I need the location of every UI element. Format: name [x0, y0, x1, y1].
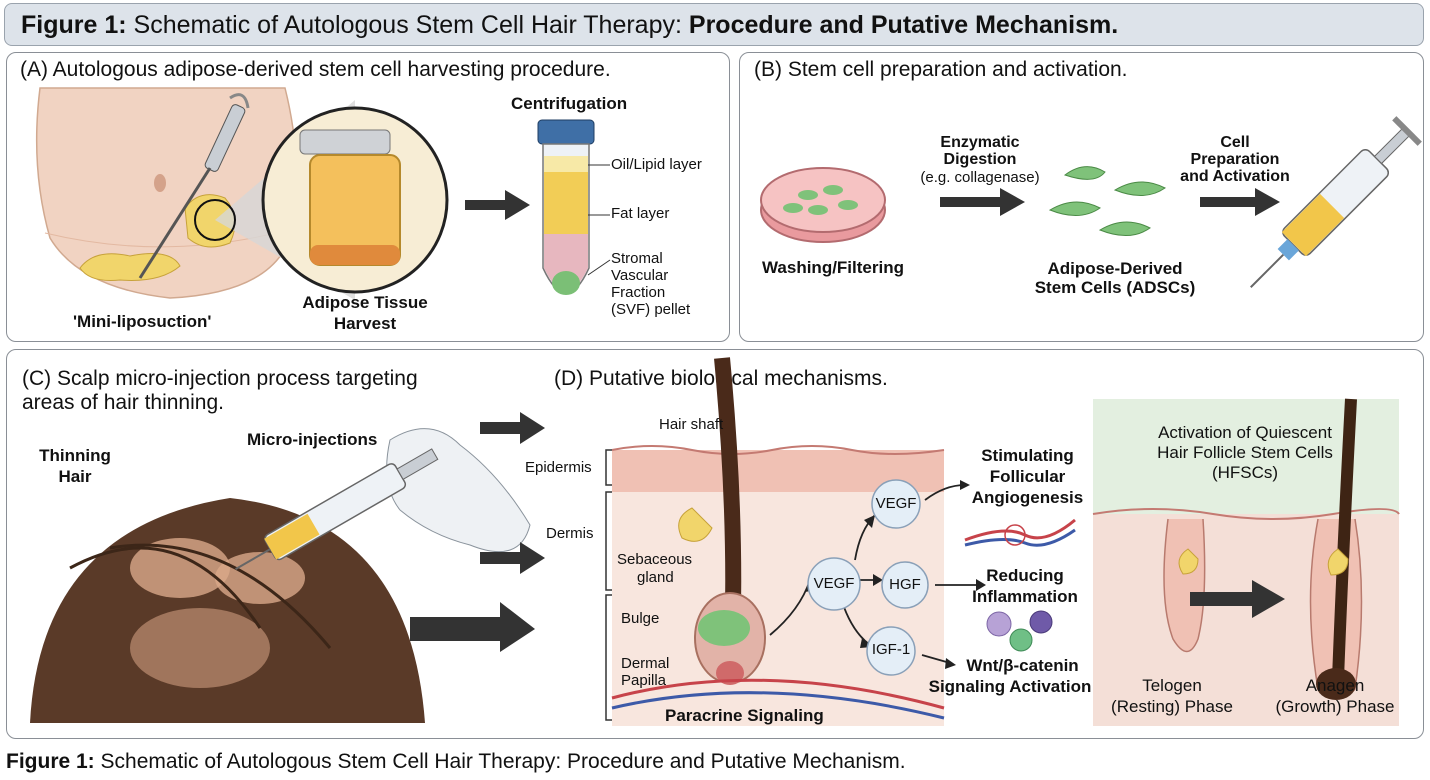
caption-prefix: Figure 1: — [6, 750, 95, 773]
telogen-label-1: Telogen — [1142, 676, 1202, 695]
centrifuge-tube — [537, 119, 595, 295]
svf-label-3: Fraction — [611, 284, 666, 301]
igf-node — [866, 626, 916, 676]
figure-title-bold: Procedure and Putative Mechanism. — [688, 11, 1119, 39]
figure-title-bar: Figure 1: Schematic of Autologous Stem C… — [4, 3, 1424, 46]
cannula-icon — [138, 93, 250, 279]
anagen-label-1: Anagen — [1305, 676, 1365, 695]
scalp-illustration — [30, 498, 425, 723]
hgf-label: HGF — [889, 576, 921, 593]
fat-layer-label: Fat layer — [611, 205, 670, 222]
igf-label: IGF-1 — [871, 641, 911, 658]
anagen-label-2: (Growth) Phase — [1275, 697, 1395, 716]
dermis-label: Dermis — [546, 525, 594, 542]
tube-leader-lines — [587, 164, 611, 276]
epidermis-label: Epidermis — [525, 459, 592, 476]
micro-injections-label: Micro-injections — [247, 430, 378, 449]
angiogenesis-label-1: Stimulating — [981, 446, 1074, 465]
thinning-hair-label-2: Hair — [58, 467, 92, 486]
figure-caption: Figure 1: Schematic of Autologous Stem C… — [6, 750, 906, 774]
magnifier-icon — [194, 100, 449, 300]
enzymatic-label-2: Digestion — [943, 151, 1017, 168]
telogen-label-2: (Resting) Phase — [1111, 697, 1233, 716]
panel-c-title-1: (C) Scalp micro-injection process target… — [22, 367, 418, 390]
syringe-icon — [1250, 116, 1422, 288]
petri-dish — [760, 167, 886, 243]
dermal-papilla-label-2: Papilla — [621, 672, 667, 689]
hfsc-label-3: (HFSCs) — [1211, 463, 1279, 482]
hfsc-label-2: Hair Follicle Stem Cells — [1157, 443, 1333, 462]
enzymatic-label-1: Enzymatic — [940, 134, 1020, 151]
inflammation-label-1: Reducing — [986, 566, 1064, 585]
sebaceous-label-1: Sebaceous — [617, 551, 693, 568]
outcome-arrows — [921, 480, 986, 669]
svf-label-1: Stromal — [611, 250, 663, 267]
vegf-top-label: VEGF — [875, 495, 917, 512]
caption-text: Schematic of Autologous Stem Cell Hair T… — [94, 750, 906, 773]
paracrine-signaling-label: Paracrine Signaling — [665, 706, 824, 725]
vegf-top-node — [871, 479, 921, 529]
oil-layer-label: Oil/Lipid layer — [611, 156, 702, 173]
blood-vessel-icon — [964, 518, 1076, 547]
panel-c-title-2: areas of hair thinning. — [22, 391, 224, 414]
layer-brackets — [605, 449, 612, 721]
arrow-b2 — [1200, 188, 1280, 216]
immune-cells-icon — [986, 610, 1053, 652]
centrifugation-label: Centrifugation — [511, 94, 628, 113]
bulge-label: Bulge — [621, 610, 660, 627]
vegf-mid-label: VEGF — [813, 575, 855, 592]
prep-label-1: Cell — [1220, 134, 1250, 151]
adipose-harvest-label-1: Adipose Tissue — [302, 293, 428, 312]
enzymatic-label-3: (e.g. collagenase) — [920, 169, 1040, 186]
arrow-b1 — [940, 188, 1025, 216]
arrows-c-to-d — [410, 412, 545, 652]
skin-cross-section — [611, 357, 945, 726]
svf-label-2: Vascular — [611, 267, 669, 284]
hgf-node — [881, 561, 929, 609]
hair-shaft-label: Hair shaft — [659, 416, 724, 433]
figure-title-plain: Schematic of Autologous Stem Cell Hair T… — [126, 11, 689, 39]
washing-label: Washing/Filtering — [762, 258, 904, 277]
angiogenesis-label-2: Follicular — [989, 467, 1066, 486]
hfsc-label-1: Activation of Quiescent — [1158, 423, 1332, 442]
adsc-cells — [1048, 166, 1166, 236]
gloved-hand-syringe — [235, 428, 531, 570]
angiogenesis-label-3: Angiogenesis — [971, 488, 1084, 507]
figure-title-prefix: Figure 1: — [21, 11, 127, 39]
vegf-mid-node — [807, 557, 861, 611]
arrow-telogen-to-anagen — [1190, 580, 1285, 618]
sebaceous-label-2: gland — [637, 569, 674, 586]
prep-label-3: and Activation — [1180, 168, 1290, 185]
adscs-label-2: Stem Cells (ADSCs) — [1034, 278, 1196, 297]
figure-title: Figure 1: Schematic of Autologous Stem C… — [21, 11, 1118, 40]
panel-a-title: (A) Autologous adipose-derived stem cell… — [20, 58, 611, 81]
arrow-a — [465, 190, 530, 220]
adscs-label-1: Adipose-Derived — [1047, 259, 1183, 278]
mini-liposuction-label: 'Mini-liposuction' — [73, 312, 212, 331]
panel-b-title: (B) Stem cell preparation and activation… — [754, 58, 1128, 81]
thinning-hair-label-1: Thinning — [39, 446, 111, 465]
svf-label-4: (SVF) pellet — [611, 301, 691, 318]
wnt-label-2: Signaling Activation — [928, 677, 1092, 696]
adipose-harvest-label-2: Harvest — [333, 314, 397, 333]
prep-label-2: Preparation — [1190, 151, 1280, 168]
inflammation-label-2: Inflammation — [972, 587, 1078, 606]
hfsc-activation-illustration — [1092, 398, 1400, 726]
wnt-label-1: Wnt/β-catenin — [966, 656, 1079, 675]
dermal-papilla-label-1: Dermal — [621, 655, 670, 672]
